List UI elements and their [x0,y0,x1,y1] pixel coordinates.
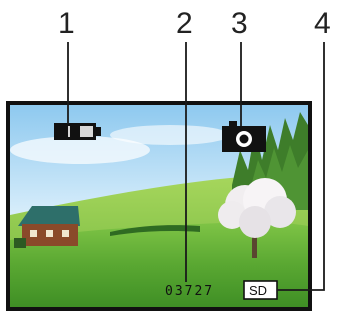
sd-label: SD [249,283,267,298]
battery-icon [54,123,101,140]
lcd-screen: 03727 SD [6,101,312,311]
callout-number-1: 1 [58,7,75,40]
callout-number-3: 3 [231,7,248,40]
shot-counter: 03727 [165,284,214,299]
sd-card-icon: SD [244,281,277,299]
callout-number-4: 4 [314,7,331,40]
callout-number-2: 2 [176,7,193,40]
